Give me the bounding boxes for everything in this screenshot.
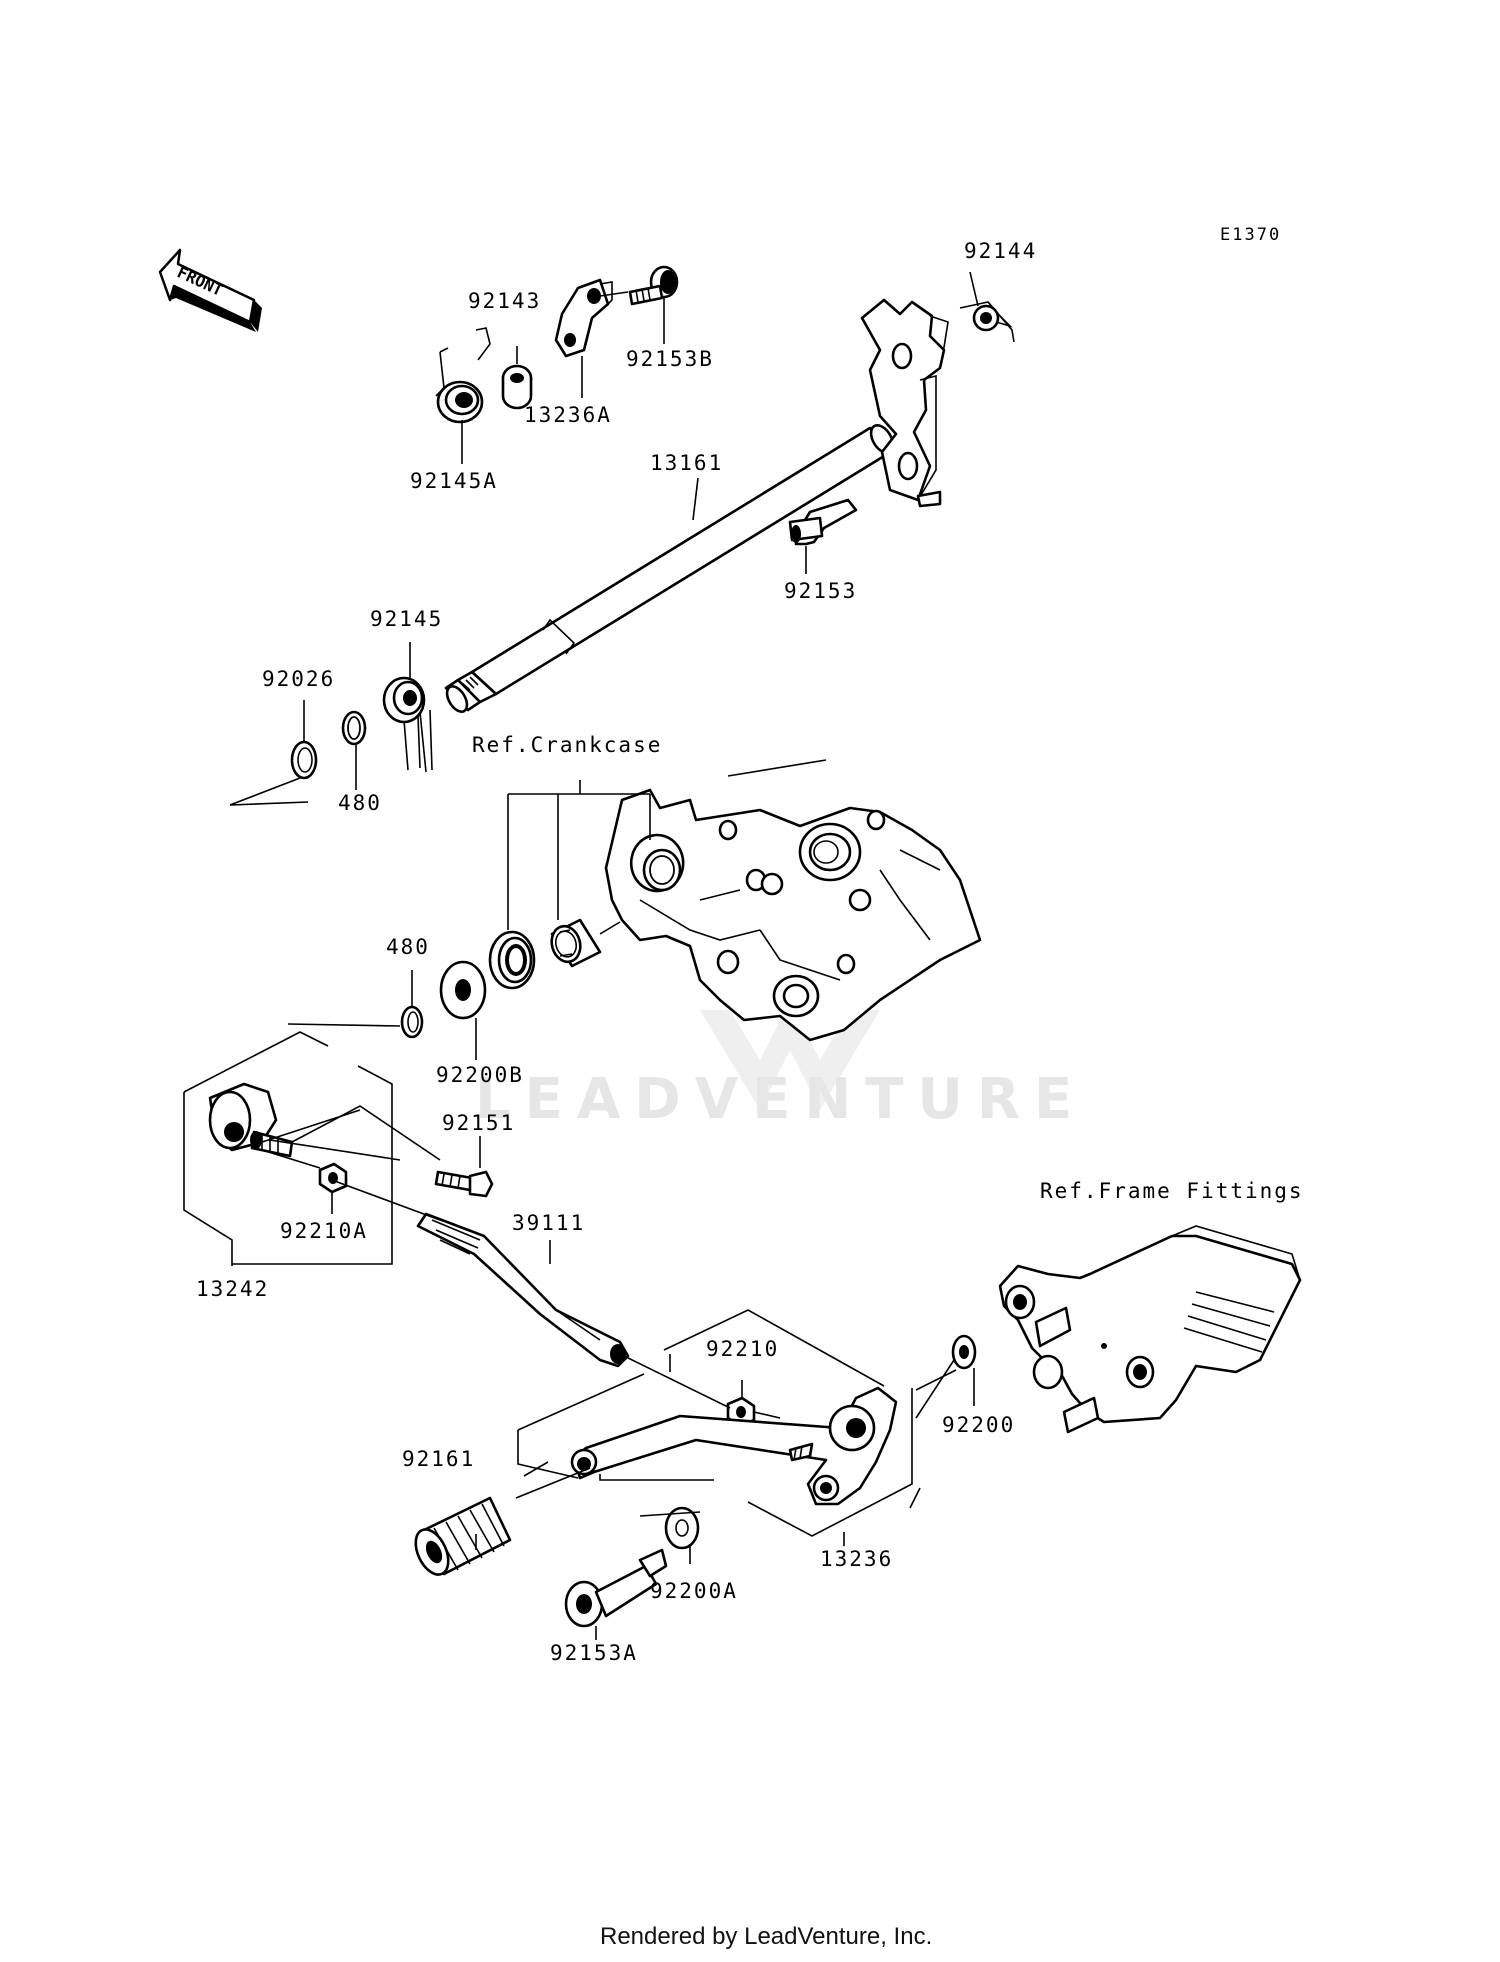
label-92210A[interactable]: 92210A (280, 1219, 368, 1243)
shift-arm-bracket (860, 298, 949, 508)
label-480-lower[interactable]: 480 (386, 935, 430, 959)
footer-credit: Rendered by LeadVenture, Inc. (600, 1923, 932, 1950)
label-92145A[interactable]: 92145A (410, 469, 498, 493)
label-92153[interactable]: 92153 (784, 579, 857, 603)
circlip-480-upper (341, 710, 367, 746)
label-92153A[interactable]: 92153A (550, 1641, 638, 1665)
label-92144[interactable]: 92144 (964, 239, 1037, 263)
frame-fittings-bracket (998, 1225, 1302, 1434)
washer-92026 (229, 740, 318, 806)
washer-92200A (664, 1506, 700, 1550)
pin-92153 (788, 498, 858, 546)
nut-92210A (318, 1162, 348, 1194)
label-92200B[interactable]: 92200B (436, 1063, 524, 1087)
label-92161[interactable]: 92161 (402, 1447, 475, 1471)
label-92143[interactable]: 92143 (468, 289, 541, 313)
label-92026[interactable]: 92026 (262, 667, 335, 691)
oil-seal (488, 930, 536, 990)
label-92210[interactable]: 92210 (706, 1337, 779, 1361)
label-ref-crankcase[interactable]: Ref.Crankcase (472, 733, 662, 757)
label-13161[interactable]: 13161 (650, 451, 723, 475)
part-labels: 92144 92143 92153B 13236A 92145A 13161 9… (196, 239, 1304, 1665)
spring-92144 (959, 301, 1015, 343)
label-92145[interactable]: 92145 (370, 607, 443, 631)
bolt-92151 (434, 1170, 494, 1198)
label-13236A[interactable]: 13236A (524, 403, 612, 427)
crankcase-section (604, 759, 982, 1042)
shift-pedal-13236 (570, 1386, 898, 1506)
joint-assembly-13242 (208, 1082, 294, 1158)
label-92151[interactable]: 92151 (442, 1111, 515, 1135)
washer-92200B (439, 960, 487, 1020)
washer-92200 (951, 1334, 977, 1370)
label-13242[interactable]: 13242 (196, 1277, 269, 1301)
pedal-rubber-92161 (414, 1496, 512, 1576)
arm-13236A (554, 278, 613, 358)
circlip-480-lower (400, 1005, 424, 1039)
needle-bearing (550, 918, 621, 968)
bushing-92143 (501, 364, 533, 410)
label-480-upper[interactable]: 480 (338, 791, 382, 815)
label-92200[interactable]: 92200 (942, 1413, 1015, 1437)
label-13236[interactable]: 13236 (820, 1547, 893, 1571)
bolt-92153A (564, 1548, 668, 1628)
label-ref-frame-fittings[interactable]: Ref.Frame Fittings (1040, 1179, 1304, 1203)
spring-92145 (382, 676, 433, 773)
bolt-92153B (599, 265, 679, 306)
diagram-code: E1370 (1220, 225, 1281, 245)
tie-rod-39111 (416, 1212, 630, 1368)
label-39111[interactable]: 39111 (512, 1211, 585, 1235)
label-92200A[interactable]: 92200A (650, 1579, 738, 1603)
spring-92145A (435, 327, 491, 424)
front-arrow-icon: FRONT (158, 248, 262, 332)
leader-lines (183, 271, 979, 1640)
watermark: LEADVENTURE (475, 1000, 1086, 1132)
watermark-text: LEADVENTURE (475, 1067, 1086, 1132)
label-92153B[interactable]: 92153B (626, 347, 714, 371)
